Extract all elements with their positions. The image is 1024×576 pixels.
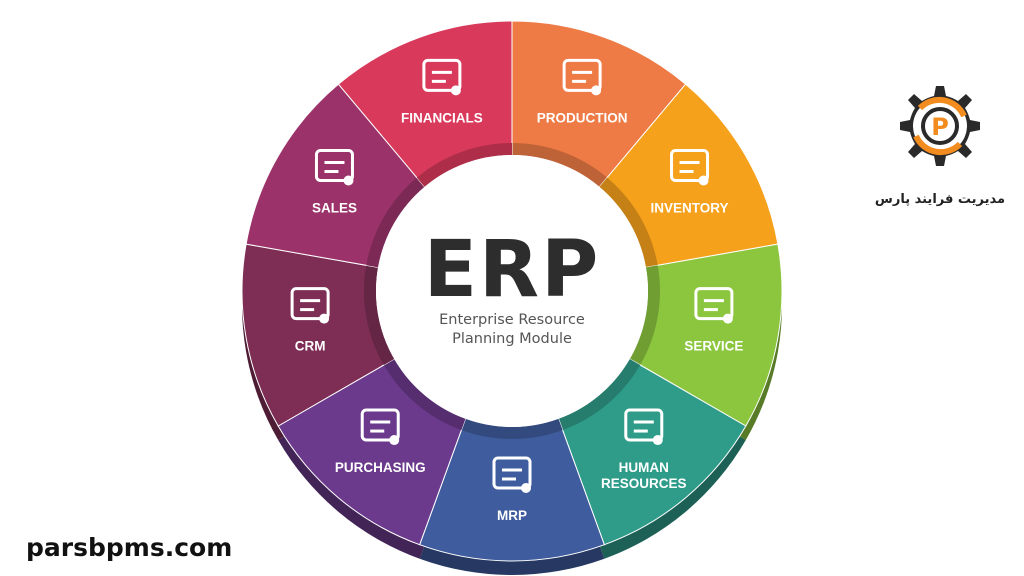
customer-target-icon — [290, 287, 330, 324]
segment-inner-band-service — [629, 265, 660, 365]
pie-chart-dollar-growth-icon — [422, 58, 462, 96]
segment-label-mrp: MRP — [497, 508, 527, 523]
segment-label-purchasing: PURCHASING — [335, 460, 426, 475]
segment-inner-band-inventory — [599, 177, 658, 268]
brand-logo: P — [900, 86, 980, 166]
segment-inner-band-financials — [416, 143, 512, 187]
segment-label-sales: SALES — [312, 201, 357, 216]
shopping-cart-checklist-icon — [360, 408, 400, 446]
center-subtitle-line2: Planning Module — [452, 331, 572, 347]
brand-name: مدیریت فرایند پارس — [874, 192, 1006, 207]
center-subtitle-line1: Enterprise Resource — [439, 312, 585, 328]
segment-production[interactable]: PRODUCTION — [511, 20, 687, 188]
segment-label-inventory: INVENTORY — [651, 201, 729, 216]
boxes-clipboard-icon — [670, 149, 710, 186]
segment-inner-band-crm — [364, 265, 395, 365]
cash-register-icon — [314, 149, 354, 186]
segment-mrp[interactable]: MRP — [419, 418, 605, 562]
website-url[interactable]: parsbpms.com — [26, 533, 233, 562]
conveyor-robot-arm-icon — [562, 58, 602, 96]
segment-label-human-resources-line2: RESOURCES — [601, 476, 687, 491]
center-circle — [376, 155, 648, 427]
segment-label-human-resources-line1: HUMAN — [619, 460, 669, 475]
segment-label-crm: CRM — [295, 339, 326, 354]
logo-badge — [921, 107, 959, 145]
headset-gears-icon — [694, 287, 734, 324]
segment-label-production: PRODUCTION — [537, 110, 628, 125]
segment-inner-band-production — [512, 143, 608, 187]
factory-gears-icon — [492, 456, 532, 493]
center-title: ERP — [424, 225, 601, 315]
segment-label-service: SERVICE — [684, 339, 743, 354]
segment-inner-band-sales — [366, 177, 425, 268]
segment-financials[interactable]: FINANCIALS — [337, 20, 513, 188]
segment-inner-band-human-resources — [558, 359, 641, 431]
segment-inner-band-purchasing — [383, 359, 466, 431]
logo-letter: P — [931, 113, 949, 141]
wheel-segments: PRODUCTION INVENTORY SERVICE HUMANRESOURCES… — [241, 20, 783, 562]
segment-label-financials: FINANCIALS — [401, 110, 483, 125]
segment-inventory[interactable]: INVENTORY — [598, 83, 779, 268]
person-org-chart-icon — [624, 408, 664, 446]
segment-inner-band-mrp — [461, 418, 563, 439]
